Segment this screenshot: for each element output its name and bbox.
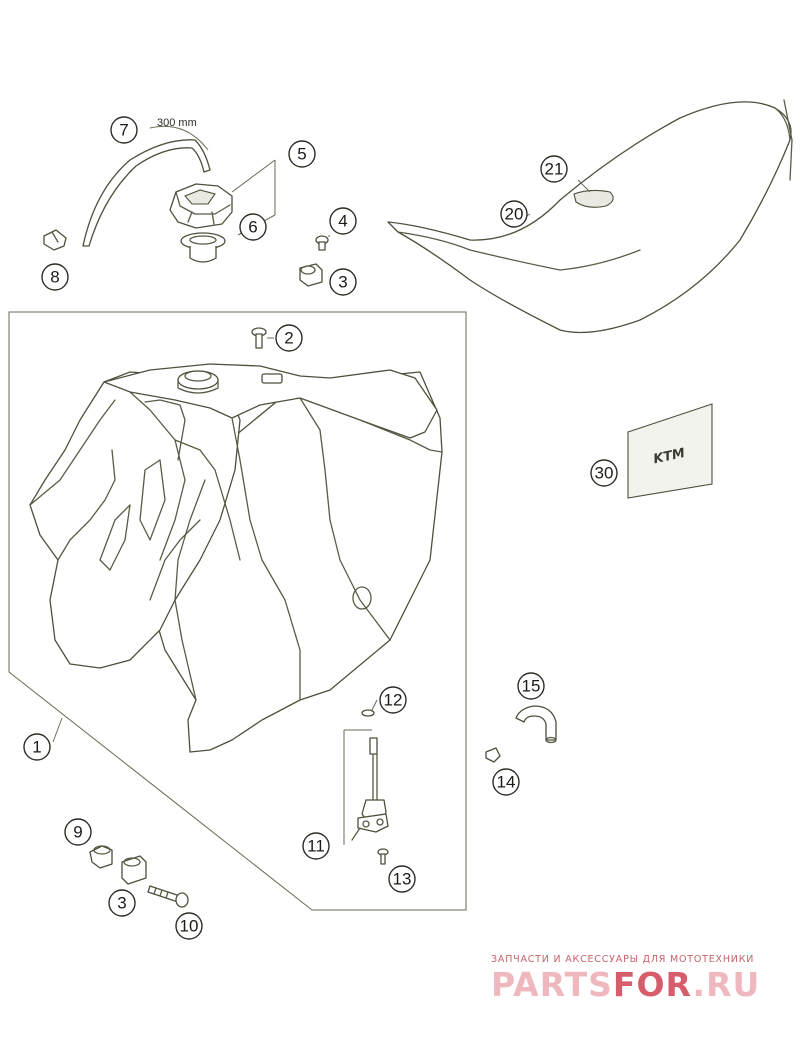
callout-7: 7: [110, 116, 138, 144]
elbow-fitting: [43, 229, 67, 251]
callout-3-bottom: 3: [108, 889, 136, 917]
callout-6: 6: [239, 213, 267, 241]
tank-group-frame: [8, 311, 467, 911]
callout-30: 30: [590, 459, 618, 487]
svg-text:15: 15: [522, 677, 541, 696]
fuel-tank: [29, 363, 443, 753]
svg-text:1: 1: [32, 738, 41, 757]
ktm-sticker: KTM: [627, 403, 713, 499]
breather-hose: [82, 125, 211, 247]
svg-text:9: 9: [73, 823, 82, 842]
fuel-hose: [515, 705, 557, 744]
svg-text:7: 7: [119, 121, 128, 140]
fuel-tap: [351, 737, 389, 841]
svg-text:20: 20: [505, 205, 524, 224]
svg-text:4: 4: [338, 212, 347, 231]
svg-text:3: 3: [117, 894, 126, 913]
spacer-3-top: [299, 263, 323, 287]
watermark-tagline: ЗАПЧАСТИ И АКСЕССУАРЫ ДЛЯ МОТОТЕХНИКИ: [491, 954, 754, 965]
o-ring-12: [361, 709, 375, 717]
svg-text:3: 3: [338, 273, 347, 292]
svg-text:8: 8: [50, 268, 59, 287]
svg-text:30: 30: [595, 464, 614, 483]
callout-8: 8: [41, 263, 69, 291]
seat: [387, 99, 793, 334]
callout-14: 14: [492, 768, 520, 796]
callout-10: 10: [175, 912, 203, 940]
screw-4: [315, 235, 329, 251]
sticker-logo-text: KTM: [652, 446, 686, 467]
callout-2: 2: [275, 324, 303, 352]
svg-text:12: 12: [384, 691, 403, 710]
callout-4: 4: [329, 207, 357, 235]
callout-12: 12: [379, 686, 407, 714]
callout-5: 5: [288, 140, 316, 168]
callout-15: 15: [517, 672, 545, 700]
cap-gasket: [180, 232, 226, 263]
callout-3-top: 3: [329, 268, 357, 296]
svg-text:2: 2: [284, 329, 293, 348]
svg-text:13: 13: [393, 870, 412, 889]
hose-length-label: 300 mm: [157, 117, 197, 129]
callout-20: 20: [500, 200, 528, 228]
watermark: ЗАПЧАСТИ И АКСЕССУАРЫ ДЛЯ МОТОТЕХНИКИ PA…: [491, 954, 760, 1004]
bolt-10: [147, 885, 189, 908]
screw-2: [251, 327, 267, 349]
callout-9: 9: [64, 818, 92, 846]
svg-text:6: 6: [248, 218, 257, 237]
svg-text:5: 5: [297, 145, 306, 164]
fuel-cap: [169, 183, 233, 229]
svg-text:11: 11: [307, 837, 325, 856]
svg-text:10: 10: [180, 917, 199, 936]
screw-13: [377, 848, 389, 865]
callout-21: 21: [540, 155, 568, 183]
watermark-logo: PARTSFOR.RU: [491, 965, 760, 1004]
svg-text:21: 21: [545, 160, 564, 179]
spacer-3-bottom: [121, 855, 147, 885]
hose-clamp: [485, 747, 501, 763]
svg-text:14: 14: [497, 773, 516, 792]
callout-11: 11: [302, 832, 330, 860]
callout-1: 1: [23, 733, 51, 761]
bushing-9: [89, 845, 113, 869]
callout-13: 13: [388, 865, 416, 893]
